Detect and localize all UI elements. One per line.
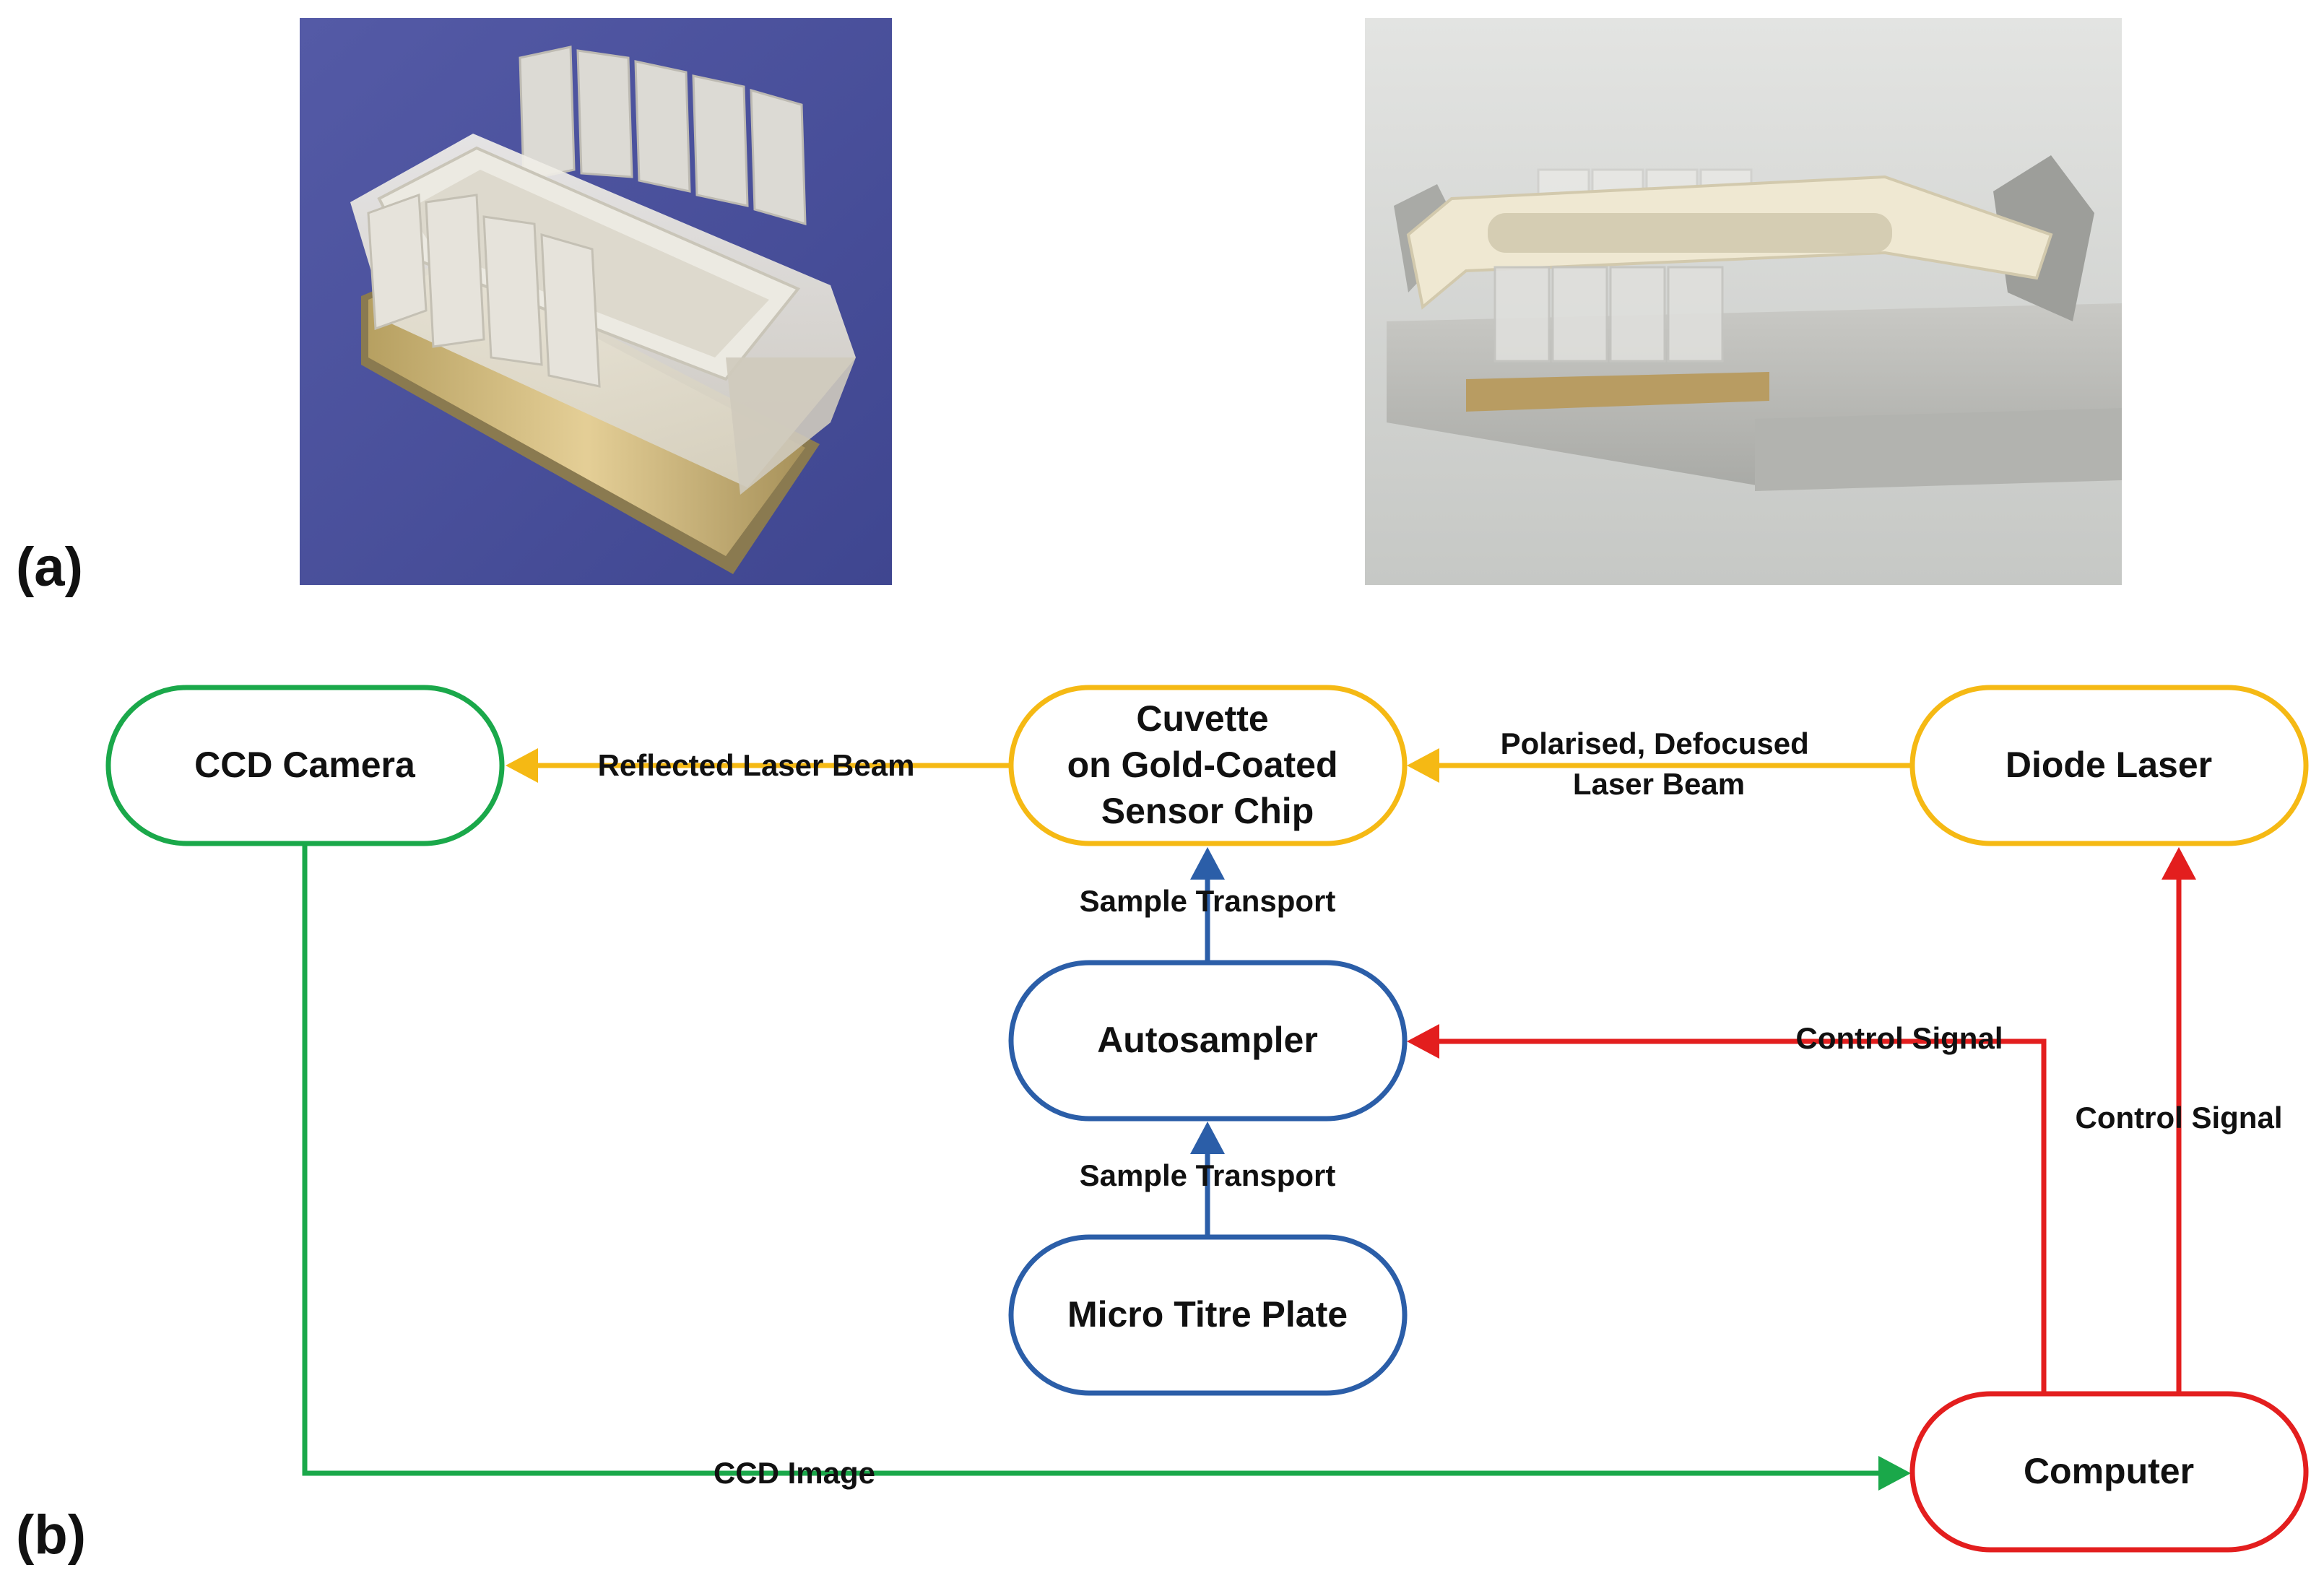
cuvette-label: Cuvette on Gold-Coated Sensor Chip bbox=[1067, 698, 1348, 831]
panel-label-a: (a) bbox=[16, 537, 83, 598]
edges bbox=[302, 748, 2196, 1491]
nodes bbox=[105, 685, 2309, 1553]
ccd-camera-label: CCD Camera bbox=[194, 745, 416, 785]
cuvette-holder-photo bbox=[1365, 18, 2122, 585]
sample-transport-lower-arrowhead bbox=[1190, 1122, 1225, 1154]
ccd-camera-node bbox=[105, 685, 505, 846]
sample-transport-upper-label: Sample Transport bbox=[1080, 884, 1336, 918]
autosampler-node bbox=[1008, 960, 1408, 1122]
node-labels: CCD Camera Cuvette on Gold-Coated Sensor… bbox=[194, 698, 2212, 1491]
reflected-beam-label: Reflected Laser Beam bbox=[598, 748, 915, 782]
polarised-beam-arrowhead bbox=[1407, 748, 1439, 783]
ccd-image-arrowhead bbox=[1878, 1456, 1911, 1491]
computer-label: Computer bbox=[2024, 1451, 2194, 1491]
cuvette-holder-photo-drawing bbox=[1365, 18, 2122, 585]
cuvette-photo-drawing bbox=[300, 18, 892, 585]
micro-titre-plate-node bbox=[1008, 1234, 1408, 1396]
edge-labels: Reflected Laser Beam Polarised, Defocuse… bbox=[598, 727, 2283, 1490]
control-signal-laser-label: Control Signal bbox=[2076, 1101, 2283, 1135]
reflected-beam-arrowhead bbox=[506, 748, 538, 783]
ccd-image-label: CCD Image bbox=[714, 1456, 875, 1490]
control-signal-autosampler-arrowhead bbox=[1407, 1024, 1439, 1059]
control-signal-autosampler-label: Control Signal bbox=[1796, 1021, 2003, 1055]
autosampler-label: Autosampler bbox=[1097, 1020, 1318, 1060]
sample-transport-upper-arrowhead bbox=[1190, 847, 1225, 880]
ccd-image-line bbox=[302, 845, 1885, 1476]
control-signal-autosampler-line bbox=[1434, 1038, 2047, 1392]
computer-node bbox=[1909, 1391, 2309, 1553]
sample-transport-lower-label: Sample Transport bbox=[1080, 1158, 1336, 1192]
cuvette-photo bbox=[300, 18, 892, 585]
panel-label-b: (b) bbox=[16, 1504, 87, 1566]
cuvette-node bbox=[1008, 685, 1408, 846]
diode-laser-label: Diode Laser bbox=[2006, 745, 2212, 785]
polarised-beam-label: Polarised, Defocused Laser Beam bbox=[1501, 727, 1818, 801]
control-signal-laser-arrowhead bbox=[2162, 847, 2196, 880]
diode-laser-node bbox=[1909, 685, 2309, 846]
micro-titre-plate-label: Micro Titre Plate bbox=[1067, 1294, 1348, 1335]
